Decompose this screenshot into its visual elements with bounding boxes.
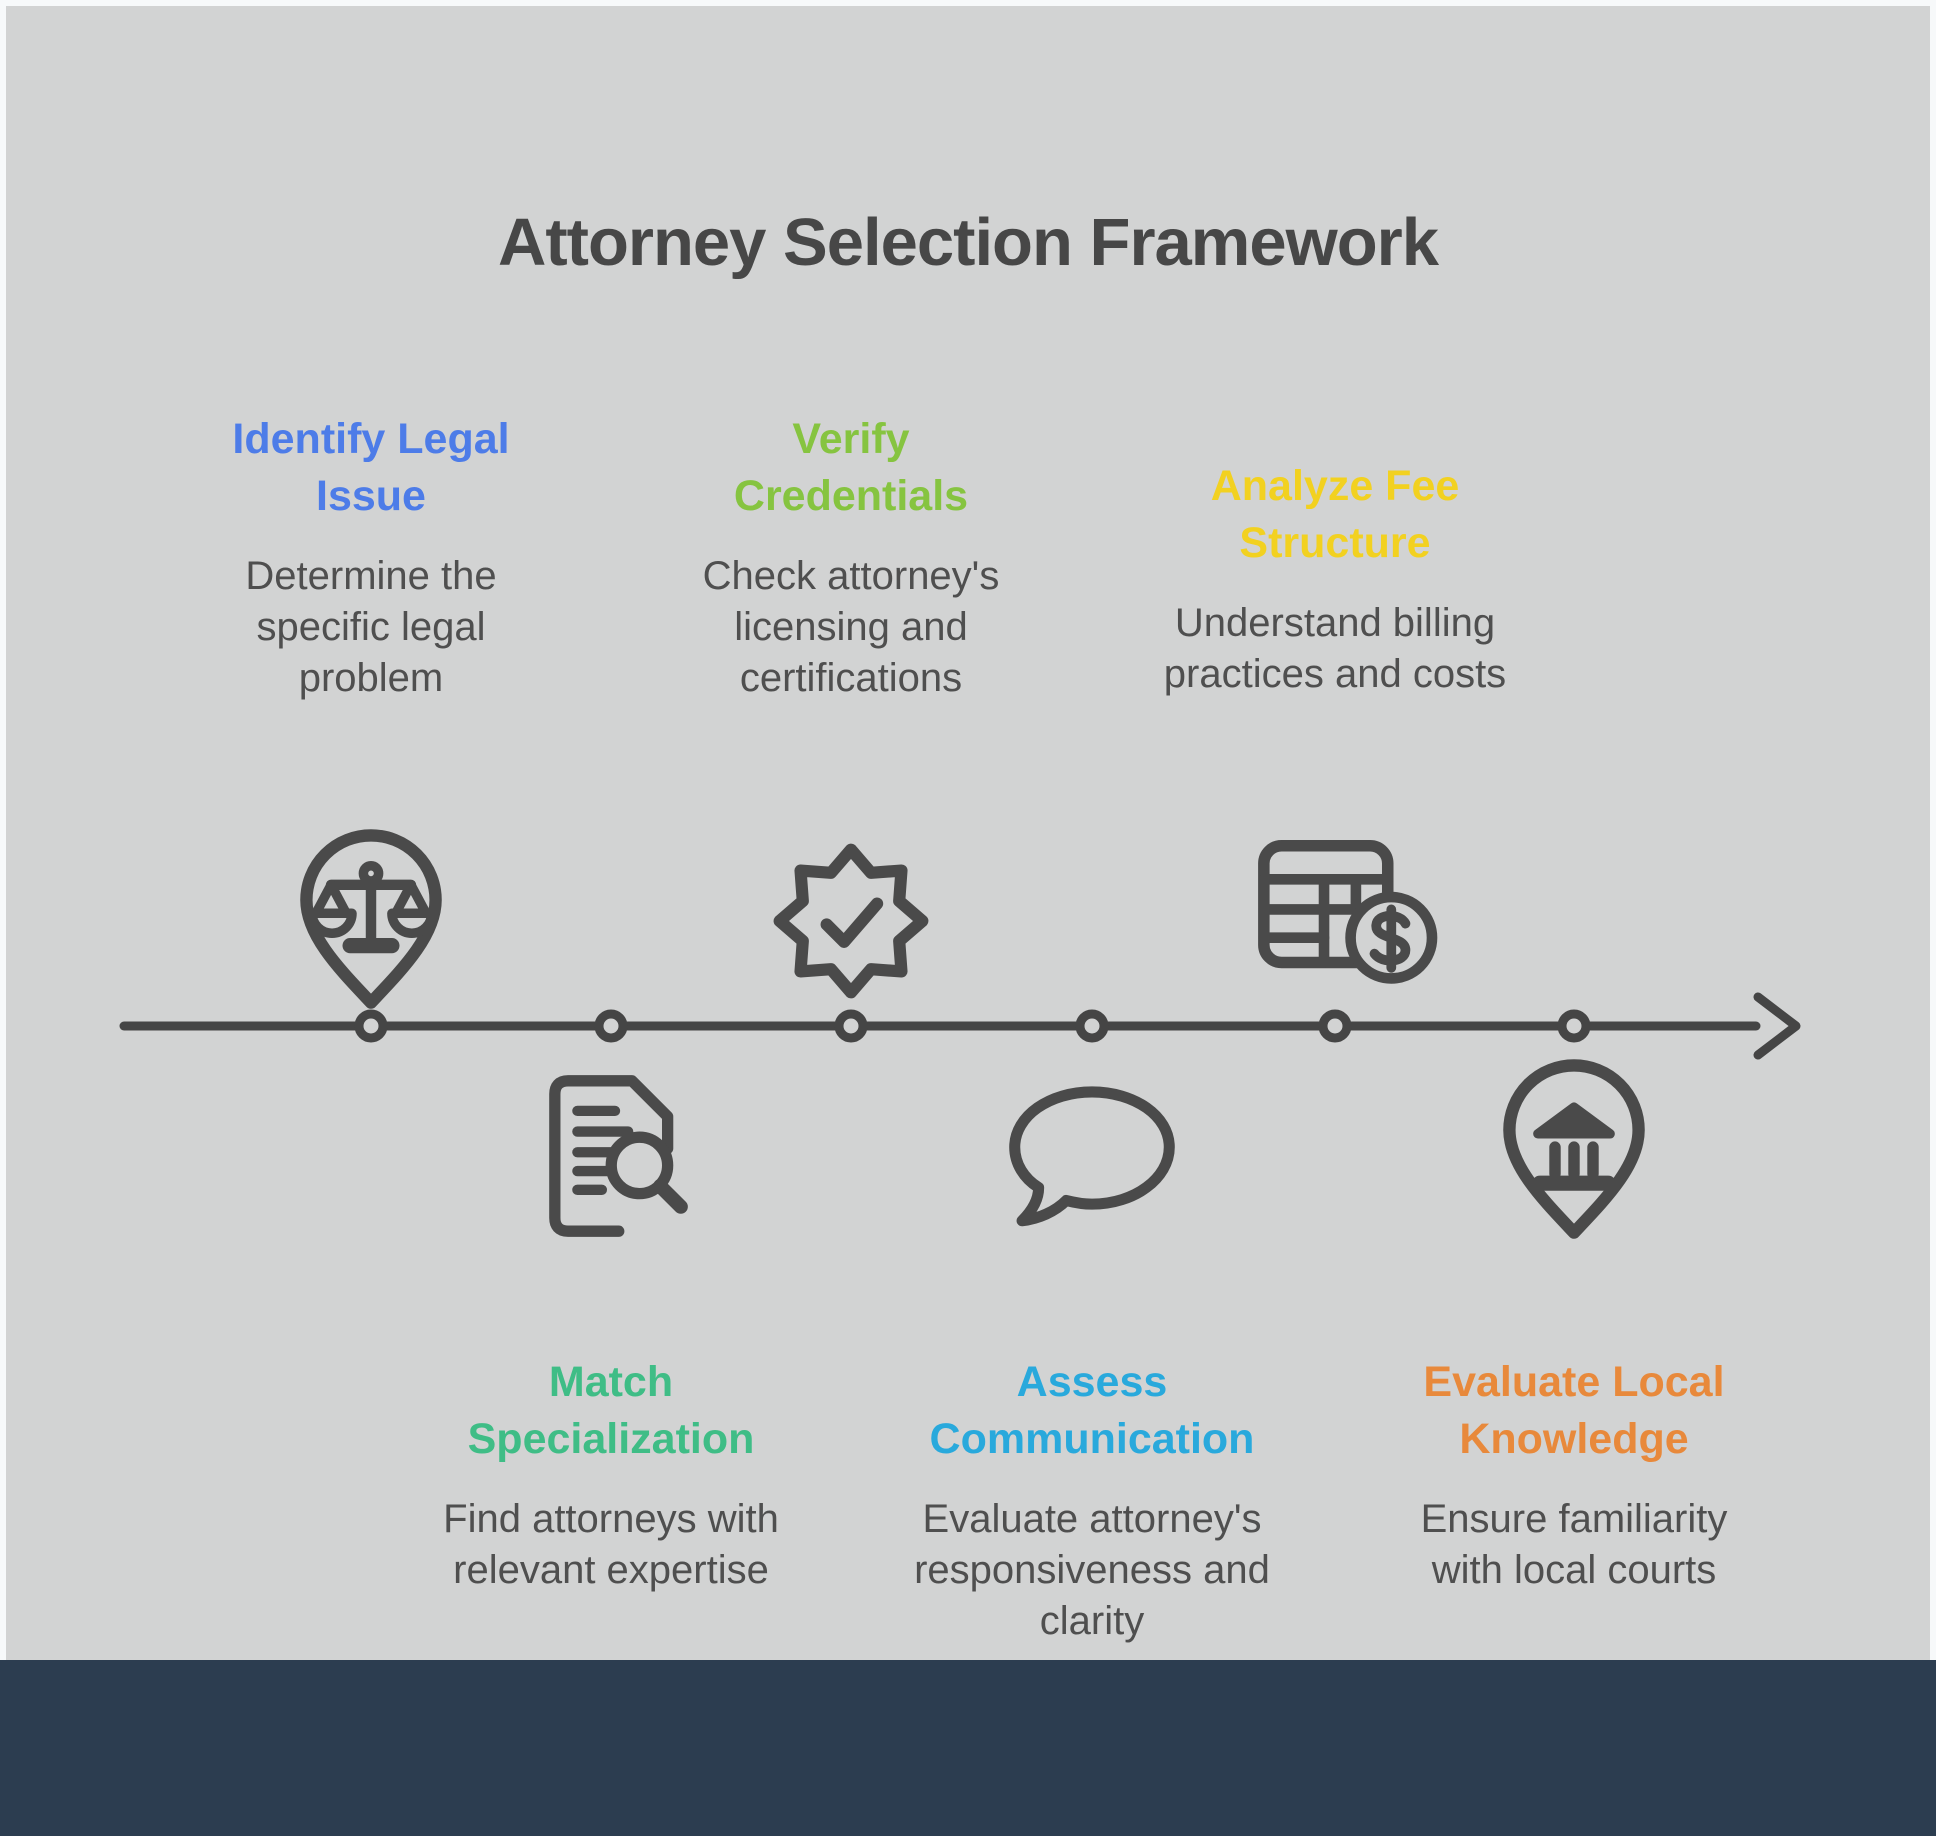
- timeline-axis: [119, 992, 1801, 1060]
- arrow-head-icon: [1753, 992, 1801, 1060]
- step-description: Understand billing practices and costs: [1163, 600, 1507, 696]
- infographic-canvas: Attorney Selection Framework Identify Le…: [6, 6, 1930, 1660]
- step-heading: Evaluate Local Knowledge: [1423, 1358, 1725, 1463]
- step-description: Find attorneys with relevant expertise: [443, 1496, 779, 1592]
- footer-bar: [0, 1660, 1936, 1836]
- step-description: Determine the specific legal problem: [245, 553, 497, 700]
- timeline-node: [1557, 1009, 1591, 1043]
- step-description: Ensure familiarity with local courts: [1420, 1496, 1728, 1592]
- step-heading: Match Specialization: [467, 1358, 755, 1463]
- timeline-node: [1075, 1009, 1109, 1043]
- step-block-verify-credentials: Verify Credentials Check attorney's lice…: [616, 411, 1086, 704]
- step-heading: Analyze Fee Structure: [1210, 462, 1460, 567]
- step-heading: Identify Legal Issue: [232, 415, 510, 520]
- badge-check-icon: [764, 834, 938, 1008]
- step-description: Evaluate attorney's responsiveness and c…: [914, 1496, 1270, 1643]
- step-block-evaluate-local-knowledge: Evaluate Local Knowledge Ensure familiar…: [1339, 1354, 1809, 1596]
- scales-pin-icon: [276, 824, 466, 1014]
- courthouse-pin-icon: [1479, 1054, 1669, 1244]
- speech-bubble-icon: [1000, 1068, 1184, 1252]
- step-heading: Assess Communication: [929, 1358, 1255, 1463]
- fee-table-icon: [1246, 828, 1441, 1005]
- timeline-node: [594, 1009, 628, 1043]
- timeline-node: [834, 1009, 868, 1043]
- page-title: Attorney Selection Framework: [497, 205, 1439, 280]
- step-heading: Verify Credentials: [733, 415, 969, 520]
- document-search-icon: [521, 1058, 709, 1254]
- step-block-analyze-fee-structure: Analyze Fee Structure Understand billing…: [1100, 458, 1570, 700]
- step-block-match-specialization: Match Specialization Find attorneys with…: [376, 1354, 846, 1596]
- timeline-node: [1318, 1009, 1352, 1043]
- step-block-assess-communication: Assess Communication Evaluate attorney's…: [857, 1354, 1327, 1647]
- step-description: Check attorney's licensing and certifica…: [702, 553, 1000, 700]
- step-block-identify-legal-issue: Identify Legal Issue Determine the speci…: [136, 411, 606, 704]
- timeline-node: [354, 1009, 388, 1043]
